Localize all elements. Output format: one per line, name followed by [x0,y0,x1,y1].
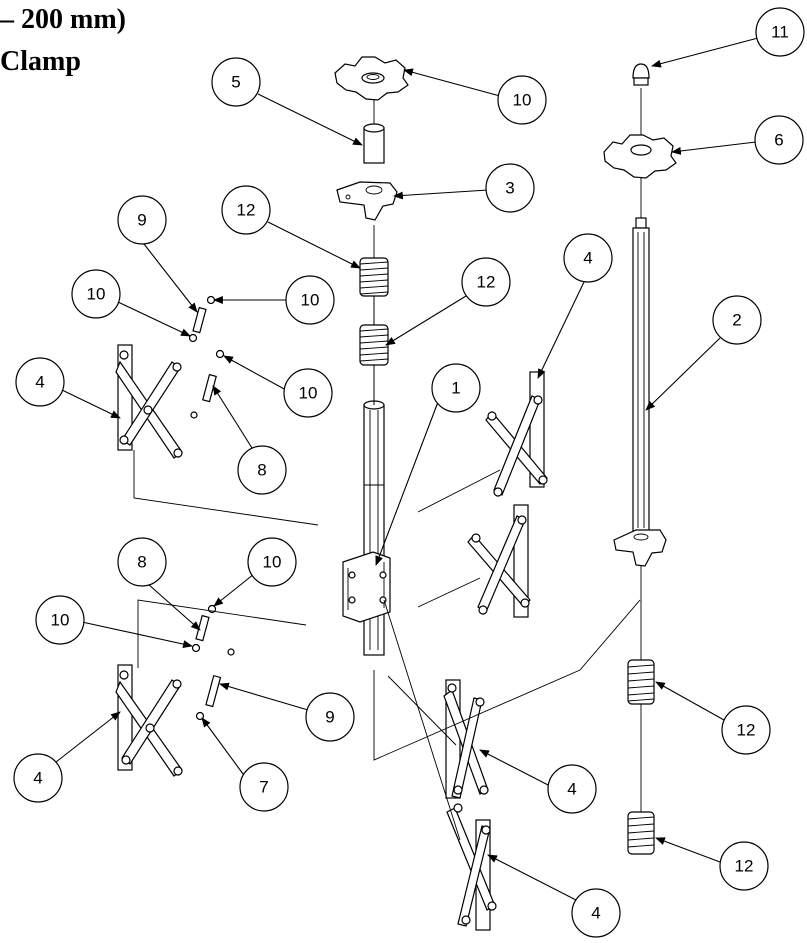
svg-text:4: 4 [567,780,576,799]
svg-text:10: 10 [301,291,320,310]
svg-text:10: 10 [51,611,70,630]
svg-text:9: 9 [325,708,334,727]
svg-text:7: 7 [259,778,268,797]
star-knob-7 [334,56,409,101]
callout-9-upper: 9 [117,195,198,313]
callout-11: 11 [651,7,805,68]
callout-4-lower-left: 4 [13,711,121,803]
svg-text:1: 1 [451,379,460,398]
callout-12-c: 12 [655,681,771,755]
washers-10 [188,295,235,721]
svg-text:10: 10 [299,384,318,403]
callout-10-e: 10 [35,595,193,648]
callout-4-bottom-lower: 4 [487,854,621,938]
star-knob-6 [603,134,677,179]
svg-text:10: 10 [87,285,106,304]
svg-text:8: 8 [257,461,266,480]
threaded-rod-2 [632,217,650,532]
spring-12-upper [359,257,389,297]
callout-9-lower: 9 [219,682,355,742]
svg-text:5: 5 [231,73,240,92]
callout-1: 1 [375,363,481,566]
callout-8-lower: 8 [117,537,201,631]
callout-6: 6 [671,115,804,165]
t-connector-3 [336,181,398,221]
svg-text:8: 8 [137,553,146,572]
callout-10-c: 10 [223,355,333,418]
spring-12-right-upper [627,659,655,705]
scissor-arm-4-mid-right-upper [485,371,548,497]
callout-4-upper-left: 4 [15,357,121,419]
spring-12-right-lower [627,811,655,855]
svg-text:12: 12 [737,721,756,740]
callout-2: 2 [645,295,762,411]
callout-7: 10 [403,68,547,125]
callout-3: 3 [393,163,535,213]
svg-text:11: 11 [771,23,789,42]
sleeve-5 [363,123,385,164]
svg-text:9: 9 [137,211,146,230]
callout-4-bottom-upper: 4 [479,749,597,814]
svg-text:4: 4 [33,769,42,788]
title-line-2: Clamp [0,46,81,77]
pin-9-lower [205,674,222,708]
svg-text:12: 12 [477,273,496,292]
acorn-nut-11 [632,63,650,86]
callout-8-upper: 8 [212,385,287,495]
svg-text:4: 4 [583,249,592,268]
callout-12-b: 12 [385,257,511,346]
svg-text:10: 10 [263,553,282,572]
pin-9-upper [192,306,207,334]
callout-10-b: 10 [213,275,335,325]
svg-text:12: 12 [237,201,256,220]
svg-text:6: 6 [774,131,783,150]
svg-text:4: 4 [591,904,600,923]
callout-12-d: 12 [655,837,769,891]
title-line-1: – 200 mm) [0,4,126,35]
scissor-arm-4-bottom-upper [443,679,489,799]
svg-text:3: 3 [505,179,514,198]
callout-12-a: 12 [221,185,361,269]
callout-10-d: 10 [213,537,297,607]
scissor-arm-4-mid-right-lower [467,504,531,618]
svg-text:4: 4 [35,373,44,392]
assembly-guide-lines [133,450,641,841]
scissor-arm-4-upper-left [115,344,183,459]
scissor-arm-4-bottom-lower [446,803,497,931]
callout-10-f: 7 [201,717,289,812]
t-connector-lower-right [613,529,667,567]
tube-clamp-bracket [342,551,391,623]
svg-text:12: 12 [735,857,754,876]
scissor-arm-4-lower-left [115,664,183,777]
spring-12-lower [359,324,389,366]
callout-10-a: 10 [71,269,191,337]
callout-5: 5 [211,57,363,146]
svg-text:2: 2 [732,311,741,330]
svg-text:10: 10 [513,91,532,110]
callout-4-upper-right: 4 [537,233,613,379]
